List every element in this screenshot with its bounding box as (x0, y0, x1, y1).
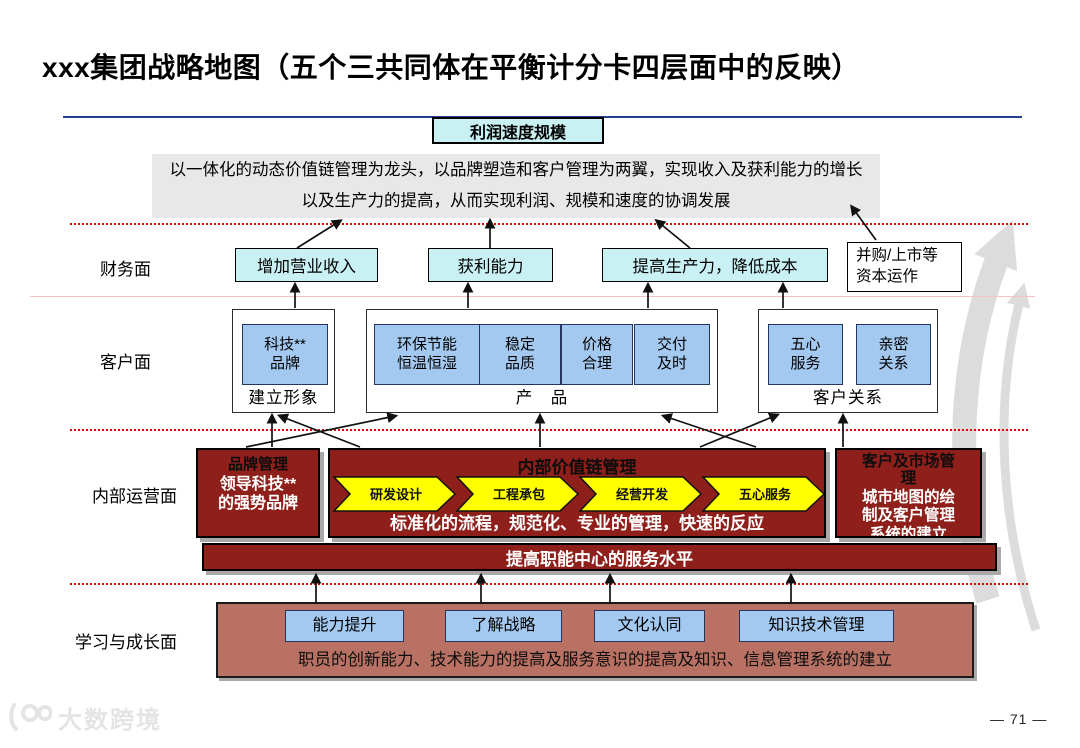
customer-item-eco: 环保节能 恒温恒湿 (374, 324, 480, 385)
customer-item-brand: 科技** 品牌 (242, 324, 328, 385)
customer-item-service: 五心 服务 (768, 324, 843, 385)
separator-internal (70, 429, 1028, 431)
customer-group-relation: 五心 服务 亲密 关系 客户关系 (758, 309, 938, 413)
learning-body: 职员的创新能力、技术能力的提高及服务意识的提高及知识、信息管理系统的建立 (298, 651, 892, 669)
learning-box-capability: 能力提升 (285, 610, 404, 642)
learning-box-strategy: 了解战略 (445, 610, 562, 642)
row-label-finance: 财务面 (100, 260, 151, 279)
chevron-shape (455, 476, 580, 512)
separator-learning (70, 583, 1028, 585)
page-title: xxx集团战略地图（五个三共同体在平衡计分卡四层面中的反映） (42, 52, 860, 83)
internal-brand-body: 领导科技** 的强势品牌 (217, 476, 298, 512)
watermark-text: 大数跨境 (58, 707, 162, 734)
finance-box-profitability: 获利能力 (428, 248, 553, 282)
strategy-statement: 以一体化的动态价值链管理为龙头，以品牌塑造和客户管理为两翼，实现收入及获利能力的… (152, 154, 880, 218)
chevron-shape (332, 476, 457, 512)
internal-box-value-chain: 内部价值链管理 研发设计 工程承包 经营开发 五心服务 标准化的流程，规范化、专… (328, 448, 826, 538)
customer-item-price: 价格 合理 (561, 324, 633, 385)
row-label-customer: 客户面 (100, 353, 151, 372)
internal-brand-title: 品牌管理 (227, 456, 288, 473)
customer-group-image: 科技** 品牌 建立形象 (232, 309, 335, 413)
value-chain-chevrons: 研发设计 工程承包 经营开发 五心服务 (332, 476, 826, 512)
watermark-logo: 大数跨境 (8, 700, 162, 735)
customer-group-relation-label: 客户关系 (813, 389, 883, 407)
arrow-group-learning-to-support (310, 572, 797, 604)
chevron-step-service: 五心服务 (739, 487, 792, 502)
chevron-shape (701, 476, 826, 512)
chevron-step-operation: 经营开发 (616, 487, 669, 502)
customer-group-image-label: 建立形象 (248, 389, 319, 407)
customer-item-intimacy: 亲密 关系 (856, 324, 931, 385)
separator-finance (70, 223, 1028, 225)
customer-group-product-label: 产 品 (515, 389, 569, 407)
value-chain-body: 标准化的流程，规范化、专业的管理，快速的反应 (390, 514, 764, 533)
watermark-icon (9, 702, 52, 731)
internal-box-market: 客户及市场管 理 城市地图的绘 制及客户管理 系统的建立 (835, 448, 982, 538)
internal-box-brand: 品牌管理 领导科技** 的强势品牌 (196, 448, 320, 538)
support-bar: 提高职能中心的服务水平 (202, 543, 997, 571)
value-chain-title: 内部价值链管理 (517, 458, 637, 477)
finance-box-productivity: 提高生产力，降低成本 (602, 248, 828, 282)
learning-box-knowledge: 知识技术管理 (739, 610, 894, 642)
customer-item-delivery: 交付 及时 (634, 324, 710, 385)
finance-box-revenue: 增加营业收入 (235, 248, 378, 282)
arrow-group-internal-to-customer (245, 412, 849, 448)
row-label-internal: 内部运营面 (92, 487, 177, 506)
customer-group-product: 环保节能 恒温恒湿 稳定 品质 价格 合理 交付 及时 产 品 (366, 309, 718, 413)
market-body: 城市地图的绘 制及客户管理 系统的建立 (861, 489, 955, 538)
learning-container: 能力提升 了解战略 文化认同 知识技术管理 职员的创新能力、技术能力的提高及服务… (216, 602, 974, 678)
row-label-learning: 学习与成长面 (75, 633, 177, 652)
market-title: 客户及市场管 理 (861, 453, 955, 488)
chevron-step-contract: 工程承包 (493, 487, 545, 502)
finance-box-capital: 并购/上市等 资本运作 (847, 242, 962, 292)
chevron-shape (578, 476, 703, 512)
chevron-step-rd: 研发设计 (370, 487, 422, 502)
separator-customer (30, 296, 1035, 297)
learning-box-culture: 文化认同 (594, 610, 705, 642)
customer-item-quality: 稳定 品质 (479, 324, 561, 385)
goal-box: 利润速度规模 (432, 117, 604, 144)
page-number: — 71 — (990, 711, 1048, 727)
